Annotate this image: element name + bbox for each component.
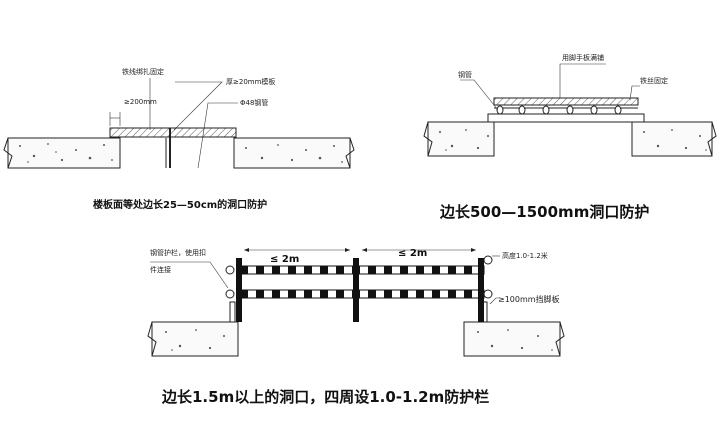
fig2-slab-right [631,121,713,157]
fig1-label-board: 厚≥20mm模板 [226,77,275,86]
fig3-slab-right [463,321,561,357]
fig3-top-rail [237,265,485,275]
fig3-slab-left [151,321,239,357]
fig1-label-pipe: Φ48钢管 [240,98,268,107]
fig3-post-right [478,258,484,322]
figure-2-medium-opening: 用脚手板满铺 钢管 铁丝固定 边长500—1500mm洞口防护 [423,53,717,221]
fig2-label-fix: 铁丝固定 [640,76,668,85]
fig1-board [109,127,237,138]
fig3-span-left: ≤ 2m [270,254,299,265]
fig1-label-wire: 铁线绑扎固定 [122,67,164,76]
fig3-label-height: 高度1.0-1.2米 [502,251,548,260]
fig2-caption: 边长500—1500mm洞口防护 [439,203,649,221]
fig2-pipes [496,105,622,115]
fig3-mid-rail [237,289,485,299]
fig2-label-board: 用脚手板满铺 [562,53,604,62]
fig1-label-dim: ≥200mm [124,98,157,106]
figure-1-small-opening: 铁线绑扎固定 厚≥20mm模板 ≥200mm Φ48钢管 楼板面等处边长25—5… [3,67,355,211]
fig2-slab-left [427,121,495,157]
fig3-label-rail-1: 钢管护栏，使用扣 [150,248,206,257]
fig3-post-mid [353,258,359,322]
fig3-label-rail-2: 件连接 [150,265,171,274]
fig3-caption: 边长1.5m以上的洞口，四周设1.0-1.2m防护栏 [161,388,489,406]
fig2-label-pipe: 钢管 [458,70,472,79]
fig2-board [493,97,639,106]
fig3-post-left [236,258,242,322]
fig1-caption: 楼板面等处边长25—50cm的洞口防护 [93,198,267,211]
fig3-span-right: ≤ 2m [398,248,427,259]
fig3-label-toe: ≥100mm挡脚板 [498,294,560,304]
figure-3-guardrail: ≤ 2m ≤ 2m 钢管护栏，使用扣 件连接 高度1.0-1.2米 ≥100mm… [147,248,565,406]
fig1-slab-right [233,137,351,169]
fig1-slab-left [7,137,121,169]
